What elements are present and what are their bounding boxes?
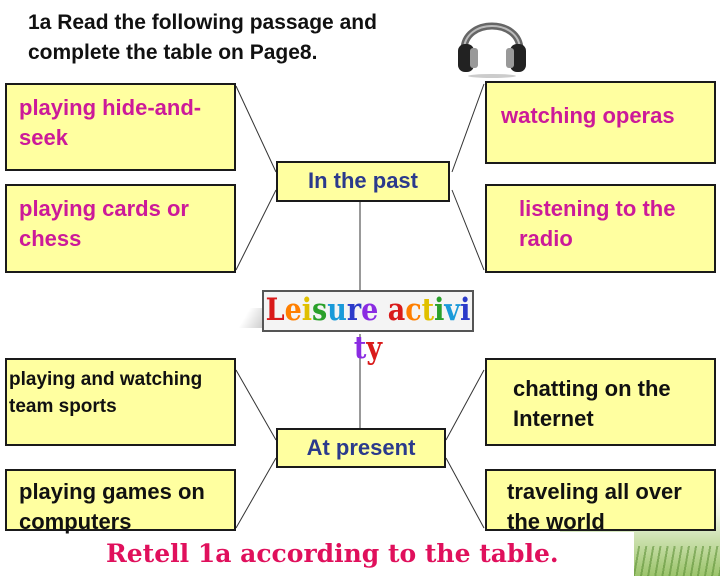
logo-letter: L	[265, 292, 285, 329]
logo-letter: r	[346, 292, 362, 329]
logo-letter: t	[353, 330, 367, 367]
logo-letter: u	[327, 292, 347, 329]
logo-letter: t	[421, 292, 435, 329]
present-activity-computer-games: playing games on computers	[5, 469, 236, 534]
present-activity-traveling: traveling all over the world	[485, 469, 716, 534]
logo-letter: e	[361, 292, 379, 329]
instruction-text: 1a Read the following passage and comple…	[28, 11, 377, 64]
logo-letter: i	[434, 292, 445, 329]
logo-letter: v	[444, 292, 461, 329]
logo-letter: s	[312, 292, 328, 329]
logo-letter: a	[387, 292, 406, 329]
present-activity-team-sports: playing and watching team sports	[5, 358, 236, 446]
past-activity-hide-and-seek: playing hide-and-seek	[5, 83, 236, 171]
past-activity-operas: watching operas	[485, 81, 716, 164]
logo-letter: e	[284, 292, 302, 329]
past-activity-cards-chess: playing cards or chess	[5, 184, 236, 273]
logo-letter: i	[301, 292, 313, 329]
leisure-activity-title: Leisure activity	[238, 290, 478, 366]
retell-instruction: Retell 1a according to the table.	[98, 532, 634, 576]
in-the-past-label: In the past	[276, 161, 450, 202]
at-present-label: At present	[276, 428, 446, 468]
logo-letter: i	[460, 292, 471, 329]
headphones-icon[interactable]	[454, 6, 530, 78]
logo-letter: y	[366, 330, 383, 367]
present-activity-internet: chatting on the Internet	[485, 358, 716, 446]
past-activity-radio: listening to the radio	[485, 184, 716, 273]
logo-letter: c	[405, 292, 422, 329]
